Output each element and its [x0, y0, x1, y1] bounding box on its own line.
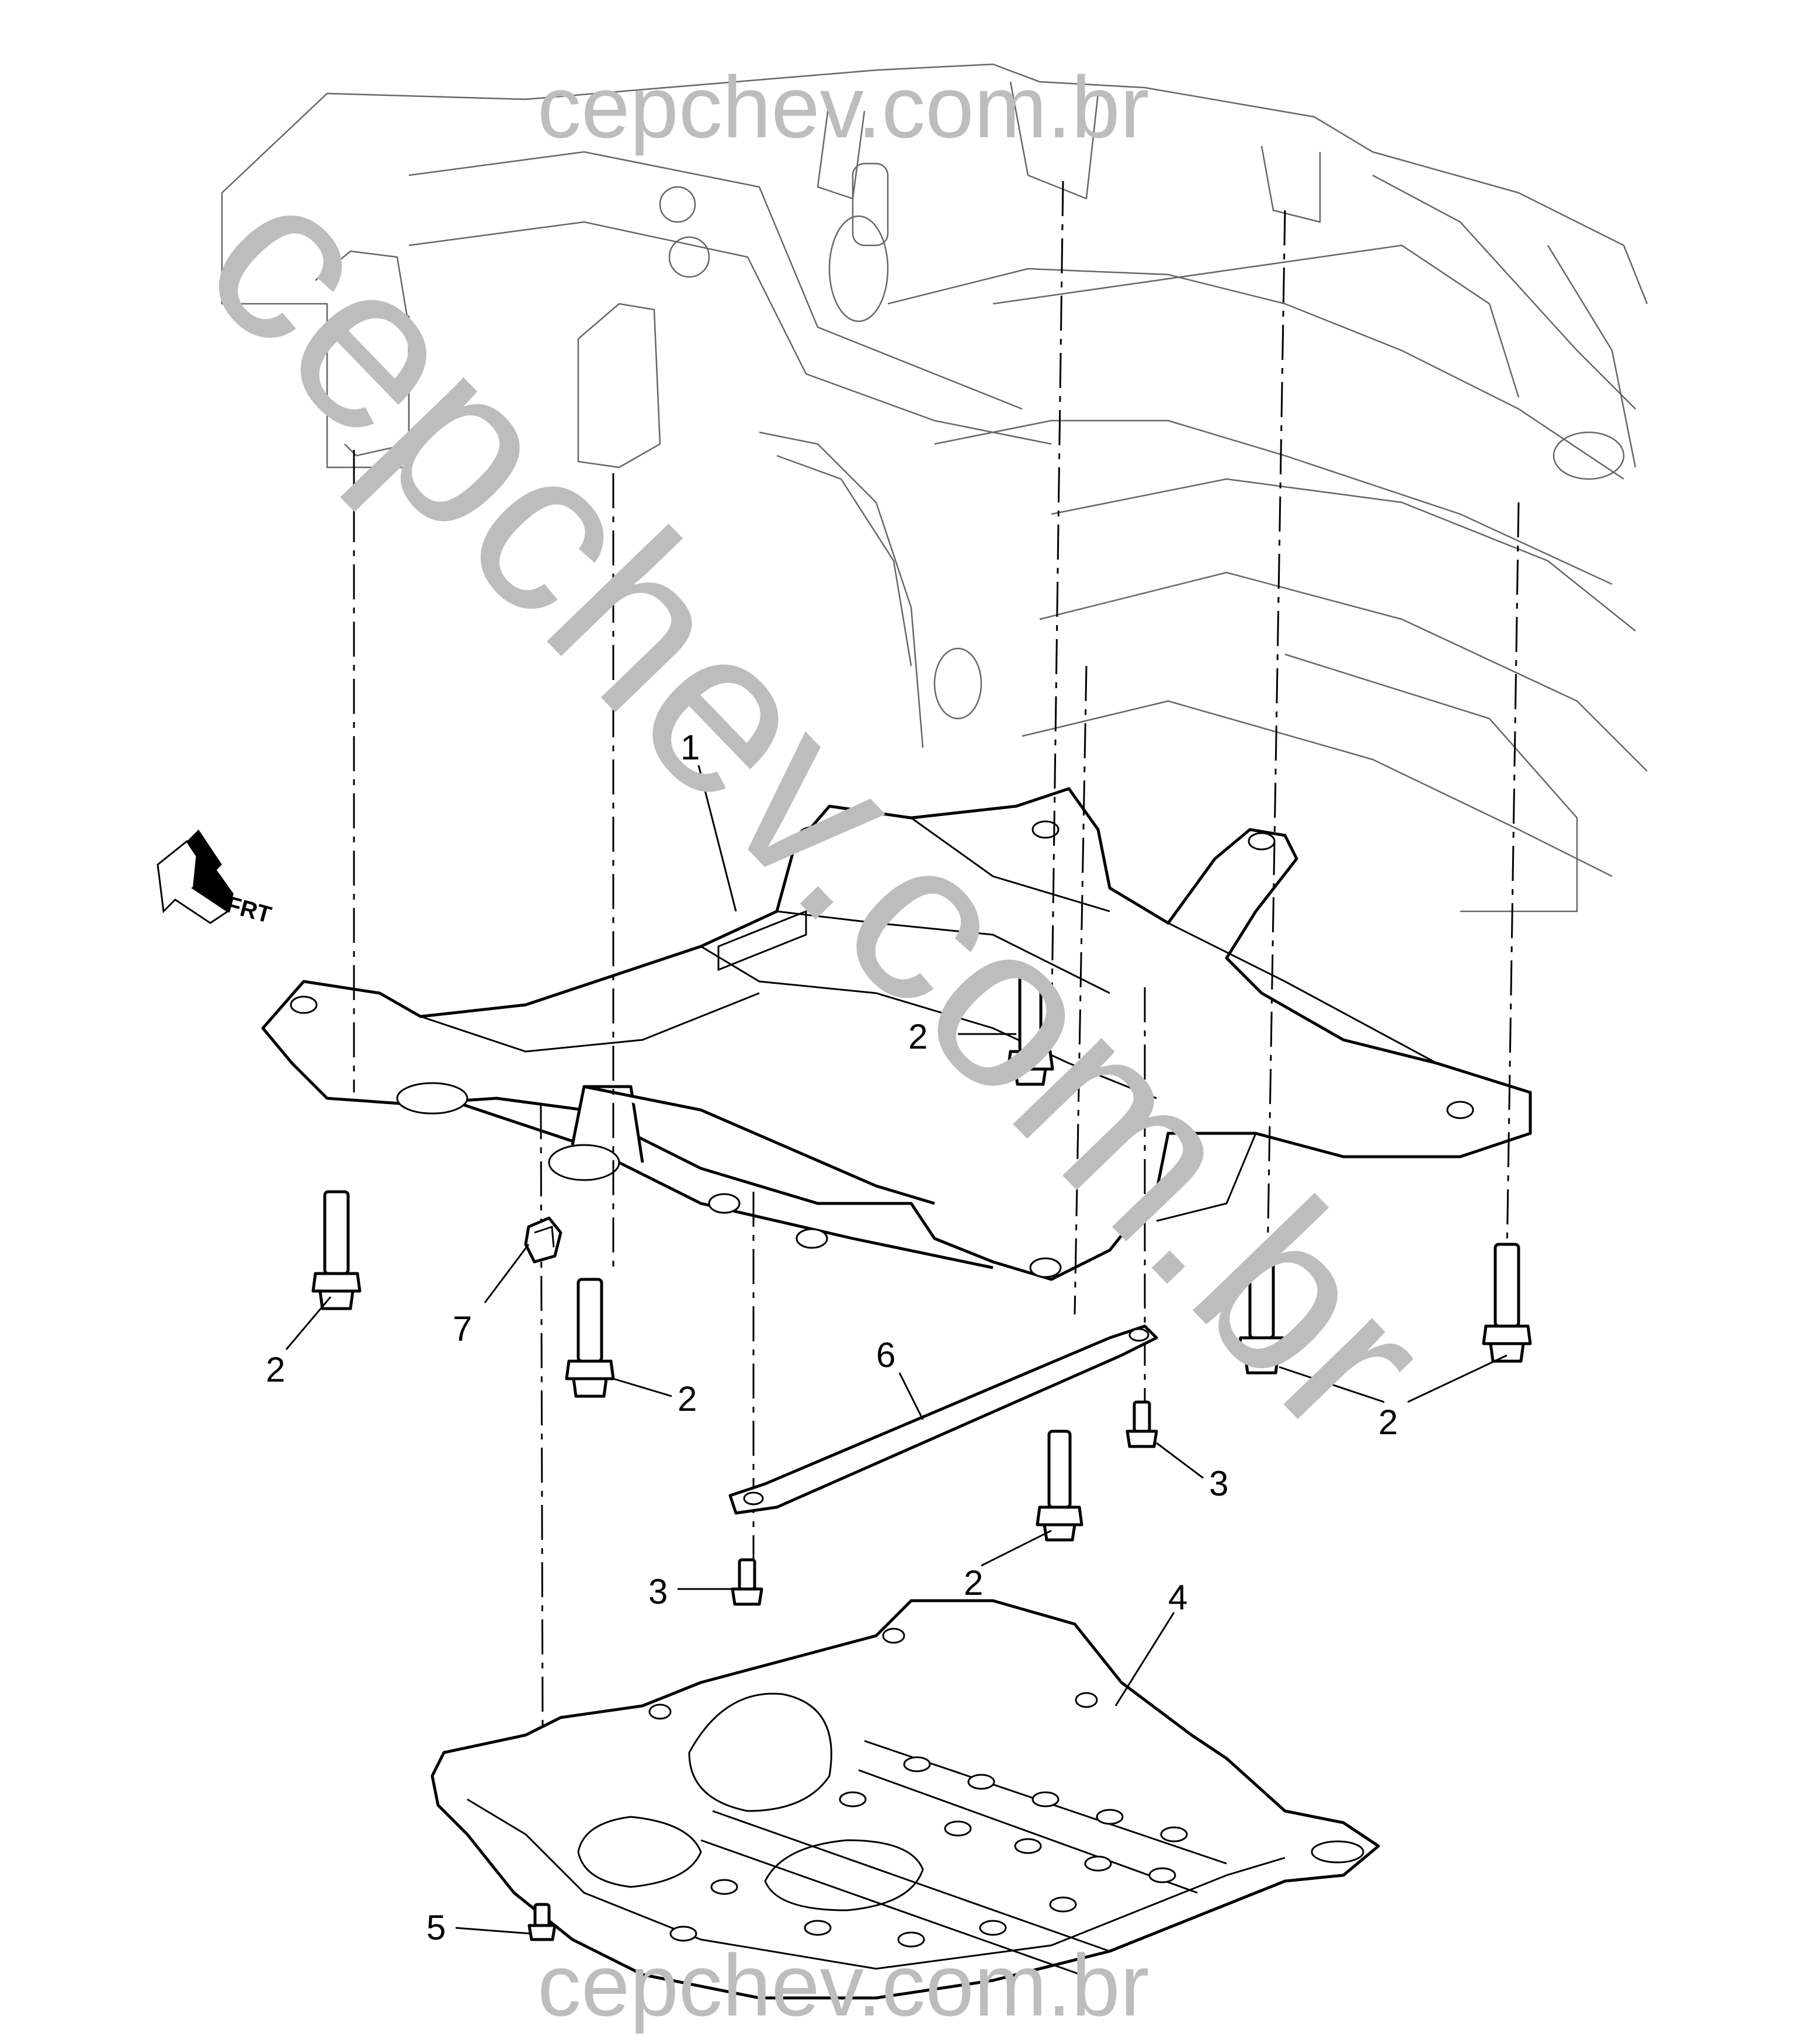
watermark-top: cepchev.com.br — [537, 58, 1149, 156]
front-subframe — [261, 787, 1532, 1281]
callout-6: 6 — [876, 1335, 895, 1375]
watermark-bottom: cepchev.com.br — [537, 1936, 1149, 2034]
front-arrow-icon — [157, 830, 234, 924]
bolt-left-front — [311, 1190, 362, 1310]
small-bolt-left — [731, 1558, 763, 1606]
callout-2-center-upper: 2 — [908, 1017, 928, 1056]
bolt-center-upper — [1006, 974, 1054, 1086]
callouts: 1 2 2 2 2 2 3 3 4 5 6 7 — [266, 728, 1398, 1947]
callout-2-left-front: 2 — [266, 1350, 285, 1389]
callout-2-left-rear: 2 — [678, 1379, 697, 1418]
brace — [728, 1324, 1158, 1515]
small-bolt-right — [1126, 1400, 1158, 1448]
bolt-left-rear — [565, 1278, 615, 1398]
underbody-shield — [430, 1599, 1380, 2000]
callout-4: 4 — [1168, 1578, 1187, 1617]
bolt-center-lower — [1036, 1430, 1083, 1542]
small-bolts — [731, 1400, 1158, 1606]
callout-1: 1 — [680, 728, 700, 767]
clip — [524, 1216, 562, 1264]
callout-7: 7 — [453, 1309, 472, 1348]
bolt-right-rear — [1482, 1243, 1532, 1363]
vehicle-body-structure — [221, 63, 1648, 913]
callout-2-right: 2 — [1378, 1403, 1398, 1442]
callout-2-center-lower: 2 — [964, 1563, 983, 1602]
callout-5: 5 — [426, 1908, 446, 1947]
shield-bolt — [527, 1903, 557, 1941]
bolt-right-front — [1237, 1254, 1287, 1375]
bolts — [311, 974, 1532, 1542]
front-label: FRT — [224, 891, 275, 928]
callout-3-left: 3 — [648, 1572, 668, 1611]
front-indicator: FRT — [157, 830, 275, 928]
callout-3-right: 3 — [1209, 1464, 1228, 1503]
leader-lines — [285, 765, 1508, 1935]
